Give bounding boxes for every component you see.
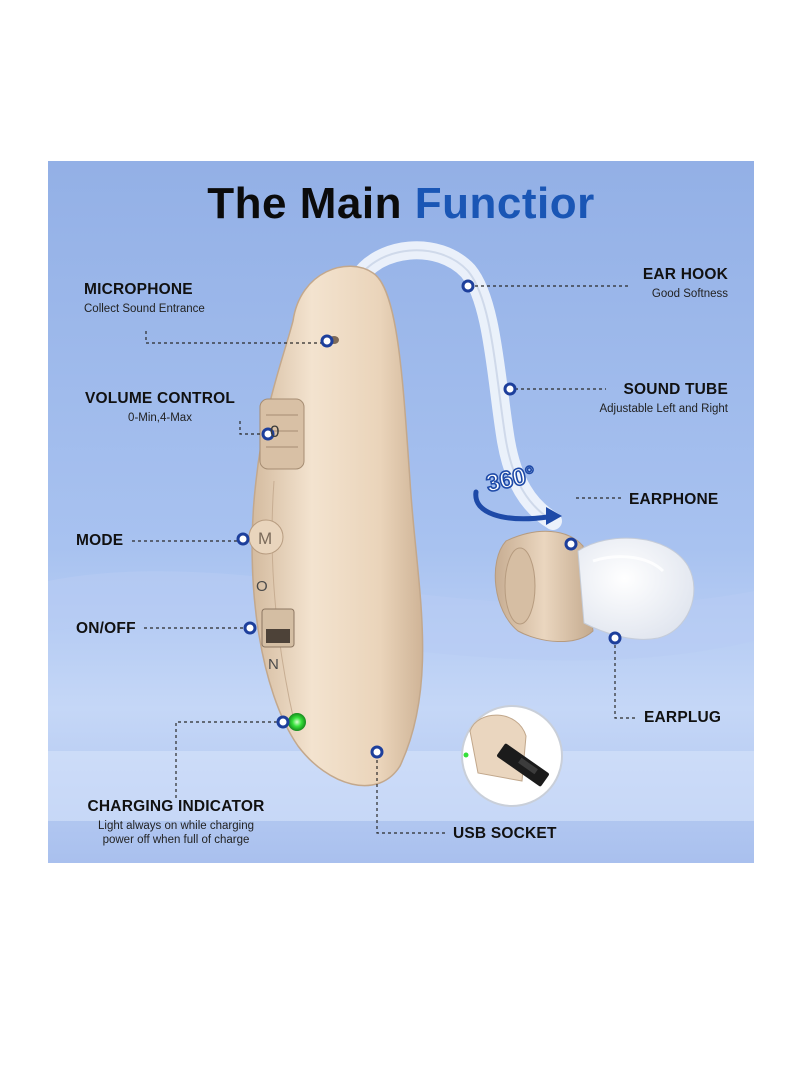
callout-sound-tube: SOUND TUBE Adjustable Left and Right <box>599 381 728 415</box>
title-part-1: The Main <box>207 179 402 228</box>
callout-charging-indicator-name: CHARGING INDICATOR <box>87 798 265 815</box>
diagram-panel: 0 M O N 360° The Main Functior MICROPHON… <box>48 161 754 863</box>
callout-earplug-name: EARPLUG <box>644 709 722 726</box>
callout-earplug: EARPLUG <box>644 709 721 727</box>
callout-microphone-name: MICROPHONE <box>84 281 193 298</box>
callout-earphone-name: EARPHONE <box>629 491 719 508</box>
callout-on-off-name: ON/OFF <box>76 620 136 637</box>
callout-charging-indicator: CHARGING INDICATOR Light always on while… <box>70 798 282 846</box>
indicator-led <box>288 713 306 731</box>
volume-digit: 0 <box>270 422 279 441</box>
switch-label-top: O <box>256 578 268 595</box>
callout-volume-control-desc: 0-Min,4-Max <box>128 412 192 424</box>
callout-microphone: MICROPHONE Collect Sound Entrance <box>84 281 205 315</box>
callout-usb-socket: USB SOCKET <box>453 825 557 843</box>
switch-label-bottom: N <box>268 656 279 673</box>
earphone-tip <box>494 530 594 642</box>
callout-sound-tube-name: SOUND TUBE <box>623 381 728 398</box>
page-title: The Main Functior <box>48 179 754 229</box>
device-seam <box>271 480 295 722</box>
callout-volume-control-name: VOLUME CONTROL <box>84 390 236 407</box>
diagram-artwork: 0 M O N 360° <box>48 161 754 863</box>
callout-mode: MODE <box>76 532 123 550</box>
callout-charging-indicator-desc-1: Light always on while charging <box>98 820 254 832</box>
callout-microphone-desc: Collect Sound Entrance <box>84 303 205 315</box>
callout-volume-control: VOLUME CONTROL 0-Min,4-Max <box>68 390 252 424</box>
device-body <box>251 265 424 787</box>
callout-ear-hook-desc: Good Softness <box>651 288 728 300</box>
callout-usb-socket-name: USB SOCKET <box>453 825 557 842</box>
rotation-arrow <box>473 489 562 525</box>
callout-sound-tube-desc: Adjustable Left and Right <box>599 403 728 415</box>
leader-lines <box>132 285 638 834</box>
callout-charging-indicator-desc-2: power off when full of charge <box>102 834 250 846</box>
callout-mode-name: MODE <box>76 532 124 549</box>
usb-inset <box>461 705 563 807</box>
callout-ear-hook: EAR HOOK Good Softness <box>643 266 728 300</box>
callout-dots <box>236 279 622 759</box>
callout-earphone: EARPHONE <box>629 491 718 509</box>
callout-on-off: ON/OFF <box>76 620 136 638</box>
ear-hook-edge <box>357 249 554 522</box>
title-part-2: Functior <box>414 179 595 228</box>
mode-button-letter: M <box>258 529 272 548</box>
callout-ear-hook-name: EAR HOOK <box>642 266 728 283</box>
earplug-dome <box>577 537 695 640</box>
